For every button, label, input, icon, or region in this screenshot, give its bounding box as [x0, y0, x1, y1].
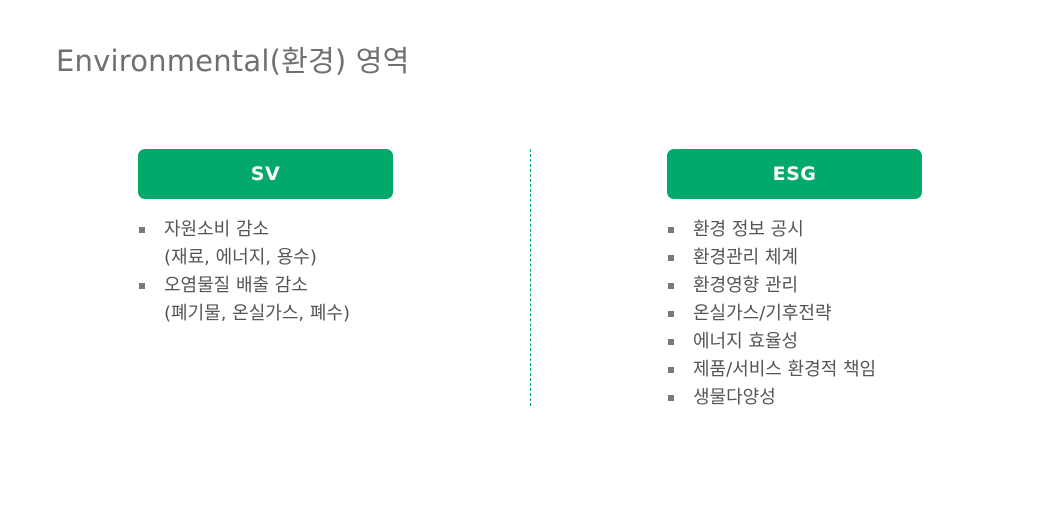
dashed-divider: [530, 149, 531, 406]
list-item-text: 생물다양성: [693, 387, 776, 408]
list-item-subtext: (재료, 에너지, 용수): [164, 247, 317, 268]
esg-list: 환경 정보 공시 환경관리 체계 환경영향 관리 온실가스/기후전략 에너지 효…: [667, 216, 997, 412]
sv-list: 자원소비 감소 (재료, 에너지, 용수) 오염물질 배출 감소 (폐기물, 온…: [138, 216, 468, 328]
esg-header: ESG: [667, 149, 922, 199]
list-item-text: 오염물질 배출 감소: [164, 275, 308, 296]
list-item-text: 환경영향 관리: [693, 275, 799, 296]
square-bullet-icon: [668, 339, 674, 345]
list-item-text: 온실가스/기후전략: [693, 303, 832, 324]
square-bullet-icon: [668, 311, 674, 317]
list-item: 에너지 효율성: [667, 328, 997, 356]
sv-header: SV: [138, 149, 393, 199]
sv-column: SV 자원소비 감소 (재료, 에너지, 용수) 오염물질 배출 감소 (폐기물…: [138, 149, 393, 328]
list-item-text: 에너지 효율성: [693, 331, 799, 352]
page-title: Environmental(환경) 영역: [56, 44, 410, 78]
square-bullet-icon: [668, 283, 674, 289]
list-item: 온실가스/기후전략: [667, 300, 997, 328]
square-bullet-icon: [668, 227, 674, 233]
list-item: 오염물질 배출 감소 (폐기물, 온실가스, 폐수): [138, 272, 468, 328]
square-bullet-icon: [668, 367, 674, 373]
square-bullet-icon: [668, 255, 674, 261]
square-bullet-icon: [139, 227, 145, 233]
list-item-text: 환경 정보 공시: [693, 219, 804, 240]
list-item: 환경 정보 공시: [667, 216, 997, 244]
list-item: 제품/서비스 환경적 책임: [667, 356, 997, 384]
list-item-subtext: (폐기물, 온실가스, 폐수): [164, 303, 350, 324]
square-bullet-icon: [139, 283, 145, 289]
list-item: 환경영향 관리: [667, 272, 997, 300]
list-item: 환경관리 체계: [667, 244, 997, 272]
list-item-text: 자원소비 감소: [164, 219, 270, 240]
esg-column: ESG 환경 정보 공시 환경관리 체계 환경영향 관리 온실가스/기후전략 에…: [667, 149, 922, 412]
list-item-text: 환경관리 체계: [693, 247, 799, 268]
list-item: 자원소비 감소 (재료, 에너지, 용수): [138, 216, 468, 272]
list-item-text: 제품/서비스 환경적 책임: [693, 359, 877, 380]
list-item: 생물다양성: [667, 384, 997, 412]
square-bullet-icon: [668, 395, 674, 401]
